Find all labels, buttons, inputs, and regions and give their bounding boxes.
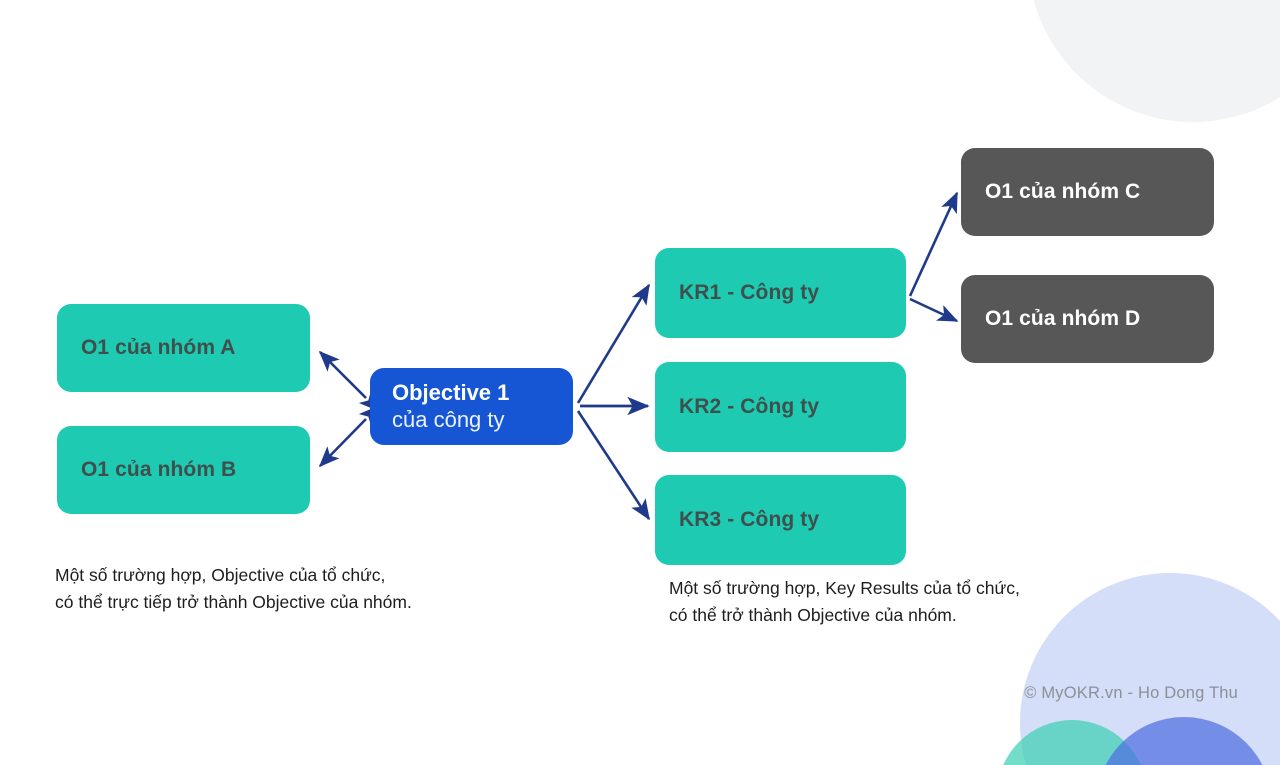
node-kr1-label: KR1 - Công ty bbox=[679, 280, 820, 304]
caption-right: Một số trường hợp, Key Results của tổ ch… bbox=[669, 578, 1020, 625]
node-o1-group-b-label: O1 của nhóm B bbox=[81, 457, 237, 481]
credit-text: © MyOKR.vn - Ho Dong Thu bbox=[1024, 684, 1238, 702]
node-objective-1-title: Objective 1 bbox=[392, 379, 510, 405]
node-o1-group-a[interactable]: O1 của nhóm A bbox=[57, 304, 310, 392]
node-o1-group-d-label: O1 của nhóm D bbox=[985, 306, 1141, 330]
node-kr2-label: KR2 - Công ty bbox=[679, 394, 820, 418]
caption-left: Một số trường hợp, Objective của tổ chức… bbox=[55, 565, 412, 612]
arrow-objective-to-kr3 bbox=[576, 410, 651, 521]
node-kr3-label: KR3 - Công ty bbox=[679, 507, 820, 531]
node-o1-group-d[interactable]: O1 của nhóm D bbox=[961, 275, 1214, 363]
arrow-kr1-to-group-d bbox=[909, 297, 959, 323]
node-kr1[interactable]: KR1 - Công ty bbox=[655, 248, 906, 338]
node-objective-1-subtitle: của công ty bbox=[392, 406, 505, 432]
node-kr2[interactable]: KR2 - Công ty bbox=[655, 362, 906, 452]
node-o1-group-c[interactable]: O1 của nhóm C bbox=[961, 148, 1214, 236]
node-o1-group-a-label: O1 của nhóm A bbox=[81, 335, 236, 359]
arrow-objective-to-group-b bbox=[318, 405, 380, 468]
node-kr3[interactable]: KR3 - Công ty bbox=[655, 475, 906, 565]
arrow-objective-to-group-a bbox=[318, 350, 380, 412]
node-objective-1-text: Objective 1 của công ty bbox=[392, 380, 509, 434]
arrow-objective-to-kr1 bbox=[576, 283, 651, 404]
node-o1-group-c-label: O1 của nhóm C bbox=[985, 179, 1141, 203]
node-objective-1[interactable]: Objective 1 của công ty bbox=[370, 368, 573, 445]
arrow-kr1-to-group-c bbox=[908, 191, 959, 297]
node-o1-group-b[interactable]: O1 của nhóm B bbox=[57, 426, 310, 514]
